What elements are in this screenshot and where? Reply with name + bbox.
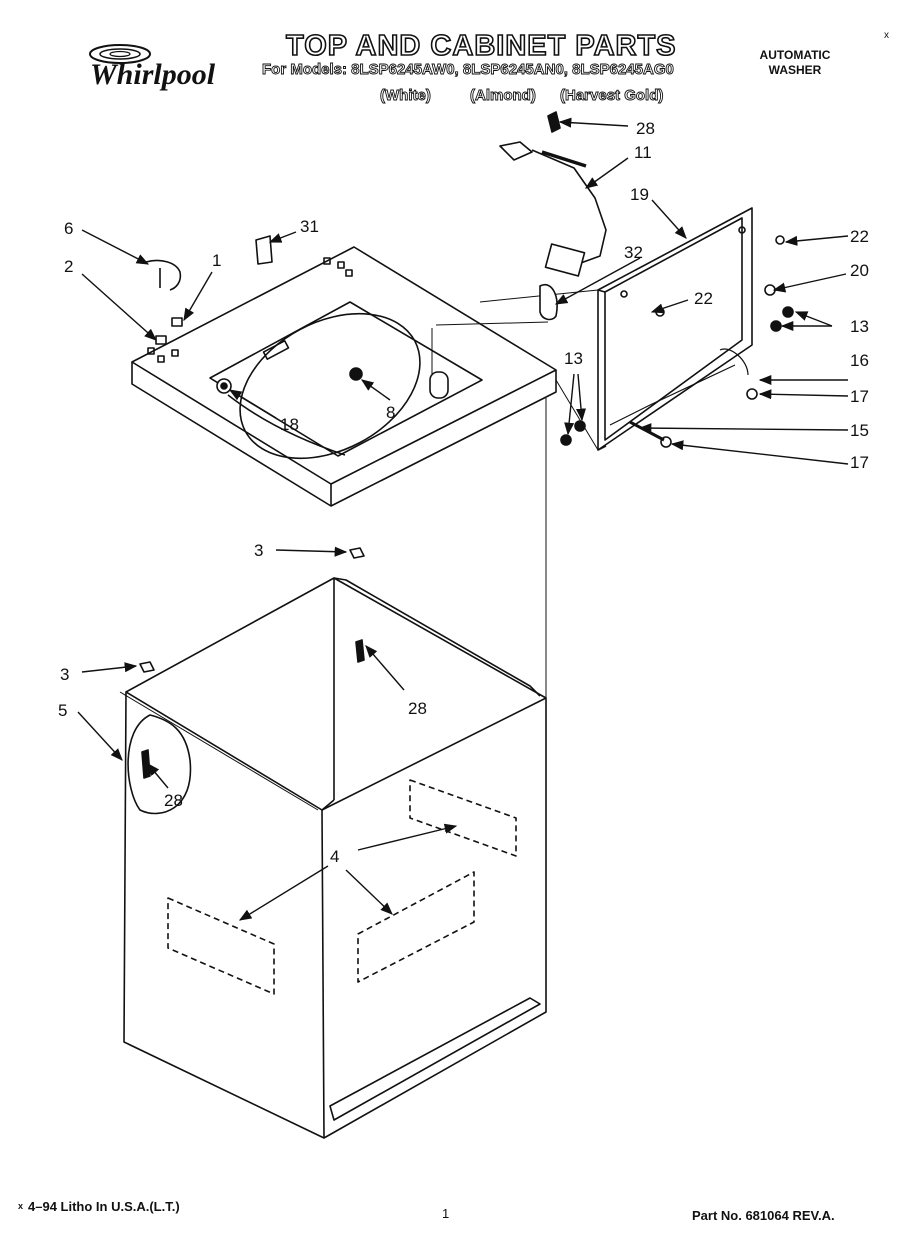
callout-6: 6 [64,219,73,238]
corner-mark: x [884,30,889,41]
callout-17-upper: 17 [850,387,869,406]
callout-18: 18 [280,415,299,434]
callout-15: 15 [850,421,869,440]
callout-3-left: 3 [60,665,69,684]
model-list: For Models: 8LSP6245AW0, 8LSP6245AN0, 8L… [262,61,675,79]
pin-22-right [775,235,785,245]
bracket-31 [255,235,273,265]
callout-13-right: 13 [850,317,869,336]
wire-harness [499,141,607,277]
callout-28-top: 28 [636,119,655,138]
whirlpool-logo: Whirlpool [80,40,240,100]
washer-top-panel [131,246,557,507]
callout-4: 4 [330,847,339,866]
callout-20: 20 [850,261,869,280]
part-number: Part No. 681064 REV.A. [692,1208,835,1223]
callout-28-left: 28 [164,791,183,810]
tube-15 [629,420,665,442]
page-title: TOP AND CABINET PARTS [285,29,677,63]
screw-13-b [770,320,782,332]
page-number: 1 [442,1206,450,1221]
color-harvest-gold: (Harvest Gold) [560,87,664,105]
color-white: (White) [380,87,432,105]
callout-3-top: 3 [254,541,263,560]
clip-1 [171,317,183,327]
hinge-32 [539,283,558,321]
clip-6 [145,259,182,291]
clip-20 [764,284,776,296]
leader-arrows [77,117,849,921]
callout-5: 5 [58,701,67,720]
screw-13-c [560,434,572,446]
callout-32: 32 [624,243,643,262]
clip-3-left [139,661,155,673]
callout-16: 16 [850,351,869,370]
color-almond: (Almond) [470,87,537,105]
screw-28-top [547,111,561,133]
appliance-line-1: AUTOMATIC [759,48,831,62]
brand-wordmark: Whirlpool [90,58,216,91]
appliance-line-2: WASHER [768,63,822,77]
console-back-panel [597,207,753,451]
clip-2 [155,335,167,345]
callout-28-mid: 28 [408,699,427,718]
screw-13-d [574,420,586,432]
callout-2: 2 [64,257,73,276]
callout-11: 11 [634,143,652,162]
callout-19: 19 [630,185,649,204]
callout-31: 31 [300,217,319,236]
appliance-type: AUTOMATIC WASHER [748,48,842,78]
screw-8 [349,367,363,381]
litho-mark: x [18,1201,24,1211]
cabinet-box [119,577,547,1139]
clip-3-top [349,547,365,559]
callout-13-left: 13 [564,349,583,368]
callout-22-left: 22 [694,289,713,308]
screw-28-mid [355,639,365,663]
litho-note: 4–94 Litho In U.S.A.(L.T.) [28,1199,180,1214]
cap-17-upper [746,388,758,400]
screw-13-a [782,306,794,318]
callout-1: 1 [212,251,221,270]
callout-8: 8 [386,403,395,422]
callout-17-lower: 17 [850,453,869,472]
callout-22-right: 22 [850,227,869,246]
